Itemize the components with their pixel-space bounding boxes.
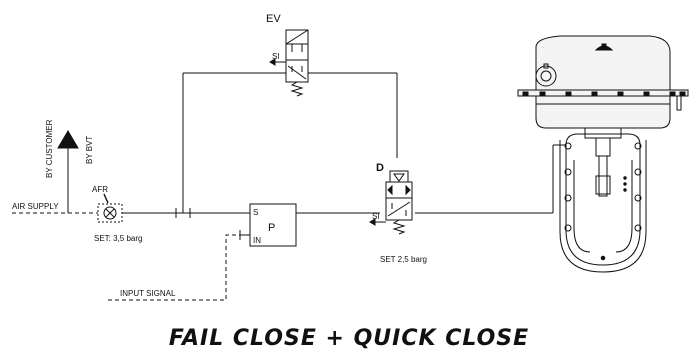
actuator	[517, 35, 689, 273]
quick-exhaust-valve-d	[369, 170, 413, 235]
label-p: P	[268, 222, 275, 234]
input-signal-line	[108, 230, 250, 301]
label-s: S	[253, 208, 258, 217]
label-ev: EV	[266, 13, 281, 25]
label-in: IN	[253, 236, 261, 245]
afr-unit	[97, 193, 123, 223]
positioner-box	[249, 203, 297, 247]
label-si-ev: SI	[272, 52, 280, 61]
label-air-supply: AIR SUPPLY	[12, 202, 59, 211]
label-by-bvt: BY BVT	[85, 136, 94, 164]
solenoid-valve-ev	[269, 29, 309, 97]
label-afr: AFR	[92, 185, 108, 194]
pipe-lines	[122, 72, 565, 214]
diagram-title: FAIL CLOSE + QUICK CLOSE	[169, 326, 529, 351]
label-input-signal: INPUT SIGNAL	[120, 289, 176, 298]
label-si-d: SI	[372, 212, 380, 221]
label-set-afr: SET: 3,5 barg	[94, 234, 142, 243]
label-set-d: SET 2,5 barg	[380, 255, 427, 264]
boundary-marker	[57, 130, 79, 213]
label-by-customer: BY CUSTOMER	[45, 119, 54, 178]
tap-point	[175, 208, 191, 218]
label-d: D	[376, 162, 384, 174]
